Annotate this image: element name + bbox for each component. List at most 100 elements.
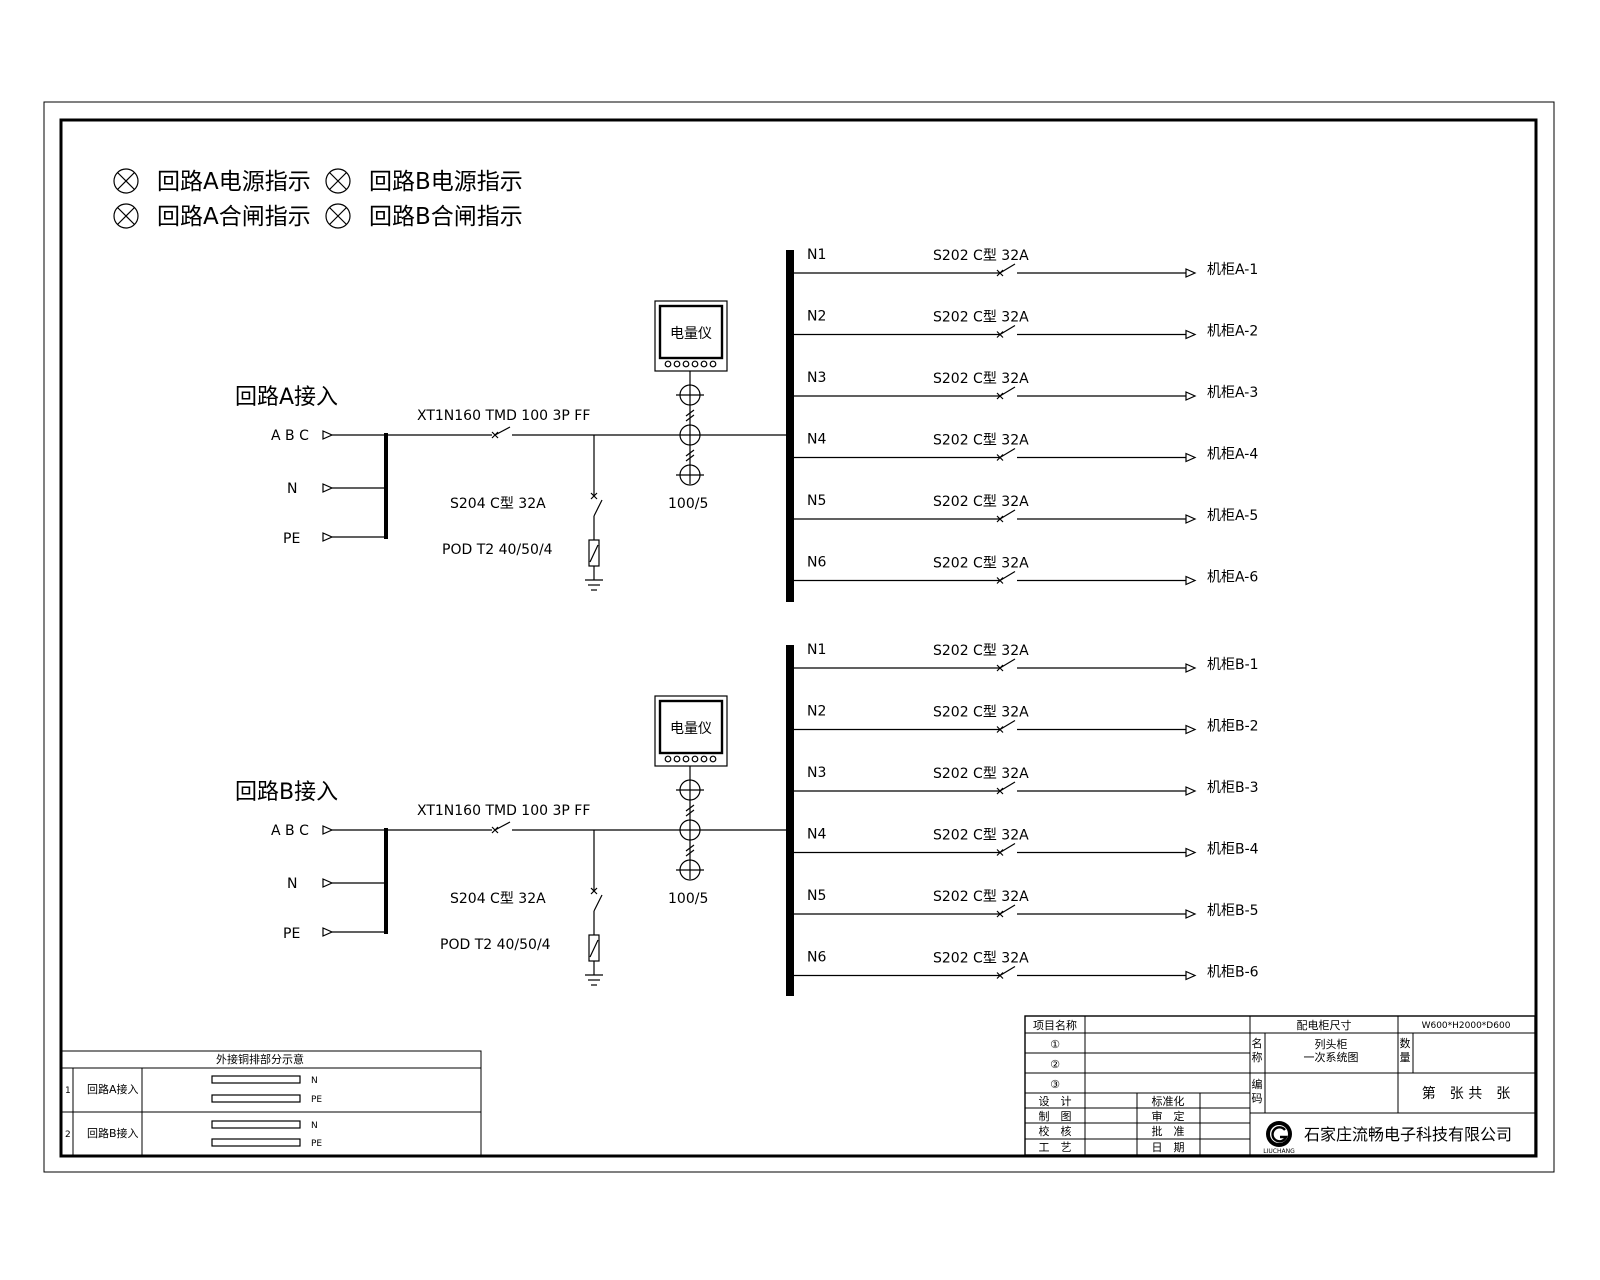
feeder-n-label: N4: [807, 432, 826, 448]
company-name: 石家庄流畅电子科技有限公司: [1304, 1125, 1512, 1144]
size-value: W600*H2000*D600: [1422, 1021, 1511, 1031]
outlet-arrow-icon: [1185, 452, 1197, 463]
legend: 回路A电源指示 回路B电源指示 回路A合闸指示 回路B合闸指示: [113, 168, 523, 230]
inner-frame: [59, 118, 1538, 1158]
legend-item-a-closing: 回路A合闸指示: [113, 203, 311, 230]
feeder-destination: 机柜B-5: [1207, 903, 1259, 919]
copper-bar: [211, 1120, 301, 1129]
feeder-n-label: N6: [807, 950, 826, 966]
feeder-destination: 机柜B-1: [1207, 657, 1259, 673]
feeder-breaker-label: S202 C型 32A: [933, 556, 1029, 572]
outlet-arrow-icon: [1185, 786, 1197, 796]
feeder-n-label: N6: [807, 555, 826, 571]
feeder-6: N6 S202 C型 32A 机柜B-6: [794, 950, 1259, 981]
legend-label: 回路B电源指示: [369, 169, 523, 195]
row-label: 回路A接入: [87, 1083, 139, 1096]
indicator-lamp-icon: [113, 168, 139, 194]
phase-label-n: N: [287, 481, 297, 497]
breaker-blade: [999, 509, 1016, 520]
size-label: 配电柜尺寸: [1297, 1018, 1352, 1032]
outlet-arrow-icon: [1185, 575, 1197, 586]
outlet-arrow-icon: [1185, 329, 1197, 340]
row-index: 2: [65, 1130, 71, 1140]
outlet-arrow-icon: [1185, 724, 1197, 735]
rev-mark: ②: [1050, 1058, 1060, 1071]
circuit-title: 回路A接入: [235, 385, 338, 410]
feeder-breaker-label: S202 C型 32A: [933, 494, 1029, 510]
breaker-blade: [999, 447, 1016, 459]
quantity-label: 量: [1400, 1051, 1411, 1064]
meter-buttons: [664, 755, 717, 763]
breaker-blade: [999, 658, 1016, 669]
breaker-blade: [999, 324, 1016, 336]
feeder-breaker-label: S202 C型 32A: [933, 705, 1029, 721]
incoming-terminals: A B C N PE: [271, 823, 388, 942]
outlet-arrow-icon: [1185, 391, 1197, 401]
feeder-breaker-label: S202 C型 32A: [933, 889, 1029, 905]
role-process: 工 艺: [1039, 1141, 1072, 1154]
bar-label: PE: [311, 1139, 322, 1149]
feeder-5: N5 S202 C型 32A 机柜A-5: [794, 493, 1258, 524]
code-label: 码: [1252, 1092, 1263, 1105]
indicator-lamp-icon: [325, 203, 351, 229]
phase-label-abc: A B C: [271, 428, 309, 444]
main-breaker-symbol: [491, 426, 511, 439]
feeder-destination: 机柜A-6: [1207, 570, 1258, 586]
outlet-arrow-icon: [1185, 847, 1197, 858]
feeder-destination: 机柜B-2: [1207, 719, 1259, 735]
feeder-breaker-label: S202 C型 32A: [933, 951, 1029, 967]
feeder-6: N6 S202 C型 32A 机柜A-6: [794, 555, 1258, 586]
indicator-lamp-icon: [325, 168, 351, 194]
breaker-blade: [999, 904, 1016, 915]
outlet-arrow-icon: [1185, 514, 1197, 524]
feeder-destination: 机柜A-5: [1207, 508, 1258, 524]
terminal-arrow-icon: [322, 878, 334, 888]
power-meter: 电量仪: [654, 300, 728, 372]
outlet-arrow-icon: [1185, 268, 1197, 278]
feeder-destination: 机柜B-4: [1207, 842, 1259, 858]
copper-bar: [211, 1138, 301, 1147]
name-label: 名: [1252, 1036, 1263, 1050]
breaker-blade: [999, 263, 1016, 274]
spd-branch: S204 C型 32A POD T2 40/50/4: [442, 435, 603, 591]
feeder-destination: 机柜A-3: [1207, 385, 1258, 401]
terminal-arrow-icon: [322, 483, 334, 493]
legend-label: 回路A电源指示: [157, 169, 311, 195]
drawing-name: 列头柜: [1315, 1037, 1348, 1051]
legend-item-a-power: 回路A电源指示: [113, 168, 311, 195]
project-name-label: 项目名称: [1033, 1018, 1077, 1032]
phase-label-pe: PE: [283, 926, 300, 942]
meter-buttons: [664, 360, 717, 368]
power-meter: 电量仪: [654, 695, 728, 767]
breaker-blade: [999, 842, 1016, 854]
feeder-destination: 机柜B-6: [1207, 965, 1259, 981]
feeder-destination: 机柜A-4: [1207, 447, 1258, 463]
busbar-table-title: 外接铜排部分示意: [216, 1052, 304, 1066]
feeder-n-label: N1: [807, 247, 826, 263]
row-label: 回路B接入: [87, 1127, 139, 1140]
breaker-blade: [999, 386, 1016, 397]
ct-ratio-label: 100/5: [668, 496, 708, 512]
meter-label: 电量仪: [670, 721, 712, 737]
breaker-blade: [999, 965, 1016, 977]
circuit-title: 回路B接入: [235, 780, 338, 805]
feeder-n-label: N5: [807, 493, 826, 509]
role-review: 审 定: [1152, 1109, 1185, 1123]
terminal-arrow-icon: [322, 825, 334, 835]
bar-label: PE: [311, 1095, 322, 1105]
feeder-destination: 机柜A-1: [1207, 262, 1258, 278]
incoming-terminals: A B C N PE: [271, 428, 388, 547]
indicator-lamp-icon: [113, 203, 139, 229]
spd-breaker-label: S204 C型 32A: [450, 891, 546, 907]
rev-mark: ①: [1050, 1038, 1060, 1051]
spd-branch: S204 C型 32A POD T2 40/50/4: [440, 830, 603, 986]
role-draft: 制 图: [1039, 1110, 1072, 1123]
main-breaker-label: XT1N160 TMD 100 3P FF: [417, 408, 590, 424]
copper-bar: [211, 1094, 301, 1103]
